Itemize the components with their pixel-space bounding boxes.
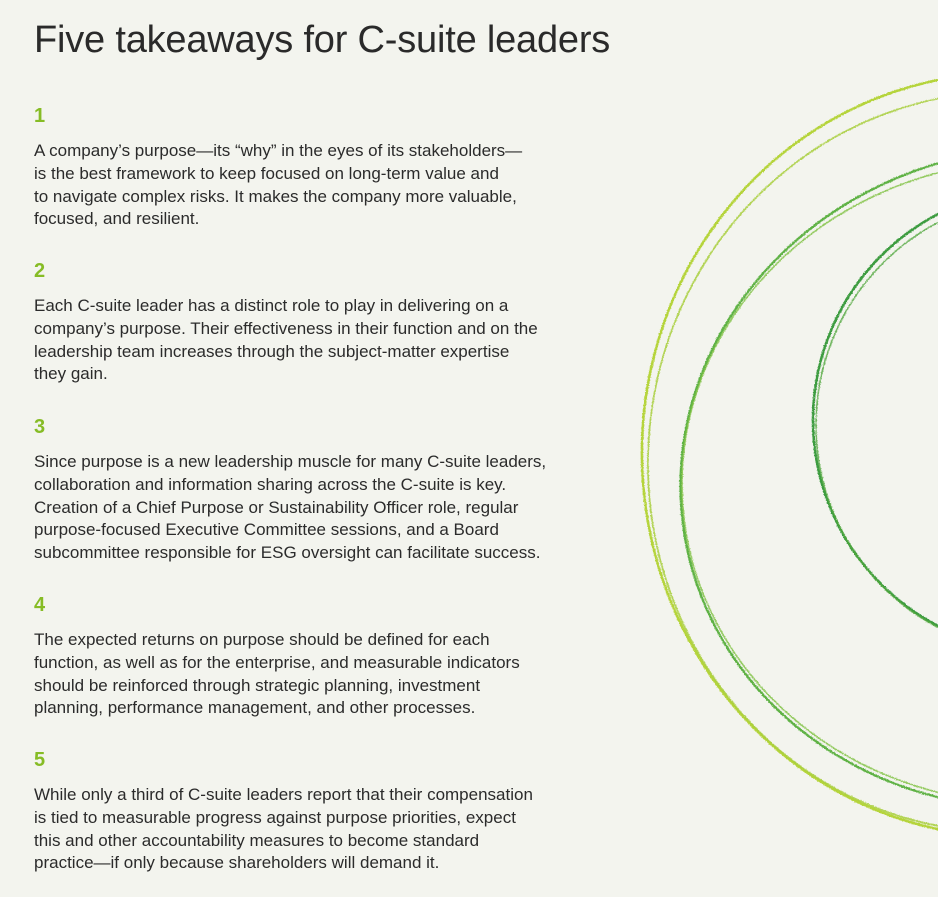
takeaway-2: 2 Each C-suite leader has a distinct rol… (34, 259, 614, 386)
text-line: subcommittee responsible for ESG oversig… (34, 543, 541, 563)
takeaway-text: While only a third of C-suite leaders re… (34, 784, 614, 875)
text-line: Since purpose is a new leadership muscle… (34, 452, 547, 471)
takeaway-3: 3 Since purpose is a new leadership musc… (34, 415, 614, 565)
text-line: to navigate complex risks. It makes the … (34, 186, 517, 206)
ring-outer-light (640, 71, 938, 839)
takeaway-number: 2 (34, 260, 46, 282)
text-line: is tied to measurable progress against p… (34, 807, 516, 827)
ring-middle-2 (681, 159, 938, 805)
takeaway-number: 5 (34, 749, 46, 771)
ring-inner-dark-2 (815, 221, 938, 629)
page-title: Five takeaways for C-suite leaders (34, 19, 611, 61)
text-line: leadership team increases through the su… (34, 341, 510, 361)
text-line: this and other accountability measures t… (34, 830, 480, 850)
takeaway-number: 3 (34, 416, 46, 438)
text-line: The expected returns on purpose should b… (34, 630, 490, 649)
text-line: they gain. (34, 364, 108, 384)
takeaway-text: The expected returns on purpose should b… (34, 629, 614, 720)
text-line: While only a third of C-suite leaders re… (34, 785, 533, 804)
ring-middle (679, 146, 938, 810)
text-line: Each C-suite leader has a distinct role … (34, 296, 509, 315)
ring-outer-light-2 (647, 91, 938, 833)
takeaway-text: Each C-suite leader has a distinct role … (34, 295, 614, 386)
text-line: A company’s purpose—its “why” in the eye… (34, 141, 523, 160)
text-line: company’s purpose. Their effectiveness i… (34, 318, 538, 338)
takeaway-4: 4 The expected returns on purpose should… (34, 593, 614, 720)
text-line: practice—if only because shareholders wi… (34, 853, 440, 873)
takeaway-number: 1 (34, 105, 46, 127)
text-line: is the best framework to keep focused on… (34, 163, 499, 183)
text-line: function, as well as for the enterprise,… (34, 652, 520, 672)
takeaway-text: Since purpose is a new leadership muscle… (34, 451, 614, 565)
text-line: purpose-focused Executive Committee sess… (34, 520, 499, 540)
takeaway-text: A company’s purpose—its “why” in the eye… (34, 140, 614, 231)
text-line: should be reinforced through strategic p… (34, 675, 481, 695)
text-line: Creation of a Chief Purpose or Sustainab… (34, 497, 519, 517)
text-line: collaboration and information sharing ac… (34, 474, 507, 494)
text-line: planning, performance management, and ot… (34, 698, 476, 718)
text-line: focused, and resilient. (34, 209, 200, 229)
takeaway-number: 4 (34, 594, 46, 616)
takeaway-5: 5 While only a third of C-suite leaders … (34, 748, 614, 875)
ring-inner-dark (811, 212, 938, 628)
takeaway-1: 1 A company’s purpose—its “why” in the e… (34, 104, 614, 231)
